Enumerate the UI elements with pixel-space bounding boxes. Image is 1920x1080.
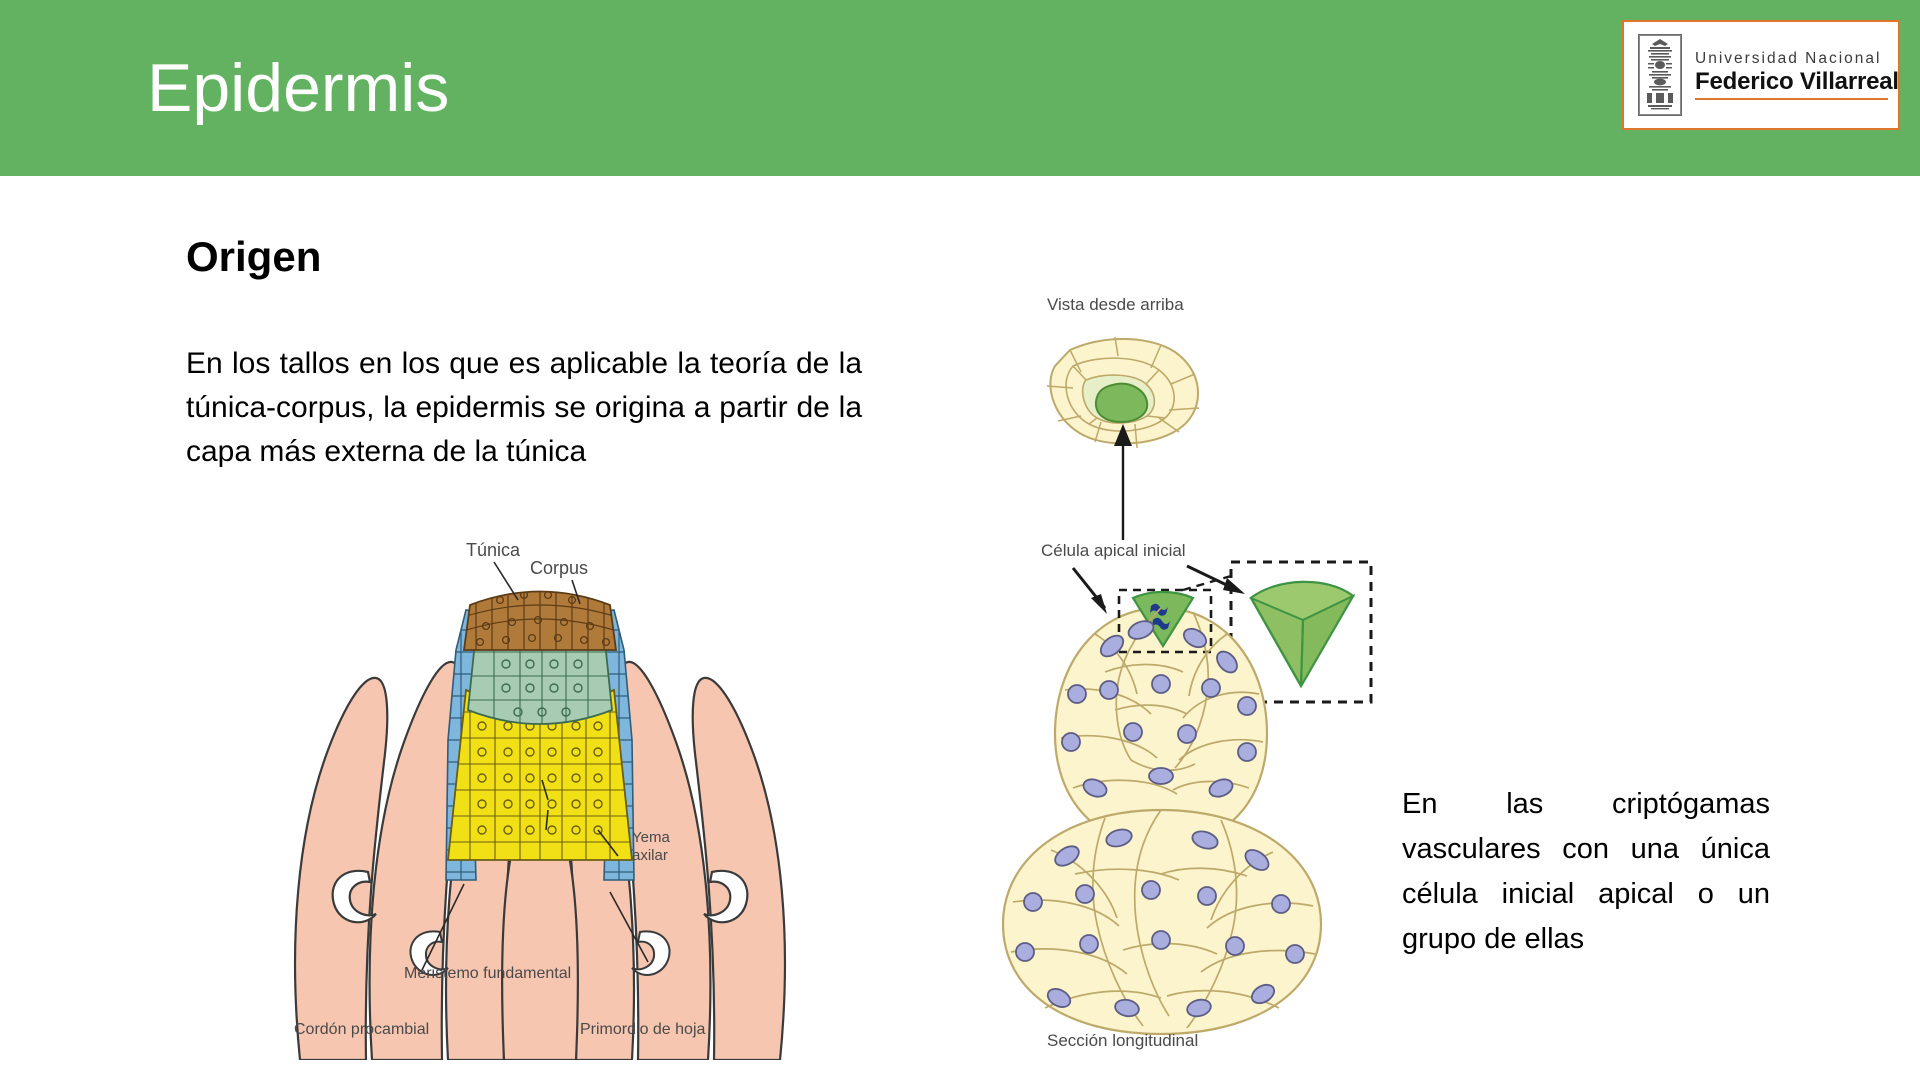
label-meristemo-fundamental: Meristemo fundamental xyxy=(404,965,571,982)
criptogamas-body-paragraph: En las criptógamas vasculares con una ún… xyxy=(1402,788,1770,955)
label-seccion-longitudinal: Sección longitudinal xyxy=(1047,1031,1198,1050)
leader-lines xyxy=(421,561,649,971)
logo-text: Universidad Nacional Federico Villarreal xyxy=(1695,50,1899,100)
nuclei-lower xyxy=(1015,828,1305,1018)
chavin-stele-emblem-icon xyxy=(1638,34,1682,116)
label-vista-desde-arriba: Vista desde arriba xyxy=(1047,295,1184,314)
logo-underline xyxy=(1695,98,1888,100)
top-view-arrow xyxy=(1114,424,1132,540)
origen-body-paragraph: En los tallos en los que es aplicable la… xyxy=(186,347,862,468)
shoot-apical-meristem-diagram: Túnica Corpus Yema axilar Meristemo fund… xyxy=(280,500,800,1060)
apical-cell-diagram: Vista desde arriba Célula apical inicial xyxy=(955,290,1375,1050)
longitudinal-section xyxy=(1001,588,1323,1036)
label-tunica: Túnica xyxy=(466,540,521,560)
header-band xyxy=(0,0,1920,176)
university-logo: Universidad Nacional Federico Villarreal xyxy=(1622,20,1900,130)
top-view-section xyxy=(1046,336,1200,540)
page-title: Epidermis xyxy=(147,50,450,126)
label-yema-axilar-line2: axilar xyxy=(632,847,668,864)
logo-line-universidad-nacional: Universidad Nacional xyxy=(1695,50,1882,67)
label-yema-axilar-line1: Yema xyxy=(632,829,670,846)
label-corpus: Corpus xyxy=(530,558,588,578)
label-celula-apical-inicial: Célula apical inicial xyxy=(1041,541,1186,560)
nuclei-upper xyxy=(1061,620,1257,798)
label-cordon-procambial: Cordón procambial xyxy=(294,1021,429,1038)
section-heading-origen: Origen xyxy=(186,233,322,280)
logo-line-federico-villarreal: Federico Villarreal xyxy=(1695,68,1899,95)
apical-cell-inset xyxy=(1229,560,1373,704)
label-primordio-de-hoja: Primordio de hoja xyxy=(580,1021,706,1038)
tunica-layers xyxy=(462,590,618,651)
